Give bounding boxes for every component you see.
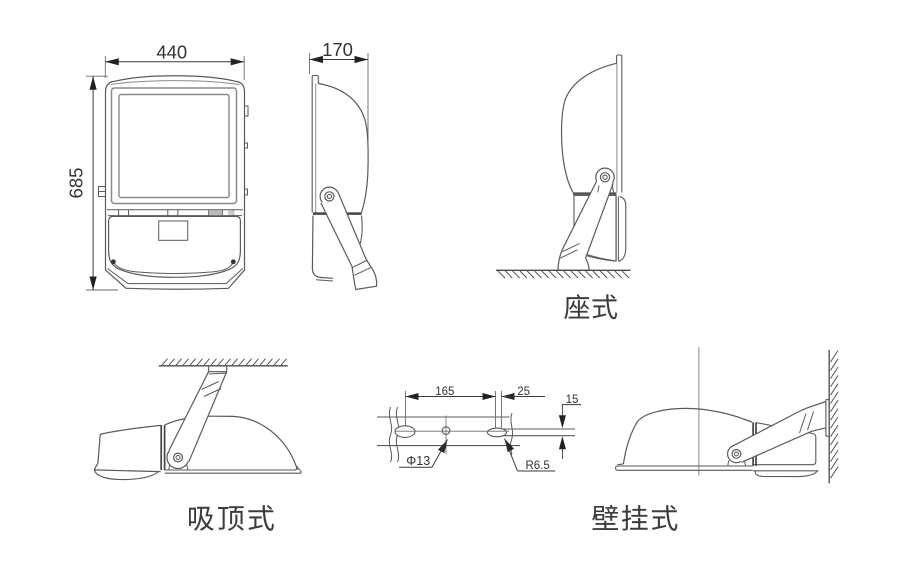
svg-text:165: 165 <box>435 386 454 398</box>
svg-text:25: 25 <box>517 386 530 398</box>
svg-text:440: 440 <box>156 42 187 63</box>
svg-text:170: 170 <box>322 39 353 60</box>
svg-text:685: 685 <box>66 168 87 199</box>
svg-text:Φ13: Φ13 <box>406 454 430 468</box>
svg-text:R6.5: R6.5 <box>526 460 550 472</box>
svg-text:15: 15 <box>566 394 579 406</box>
